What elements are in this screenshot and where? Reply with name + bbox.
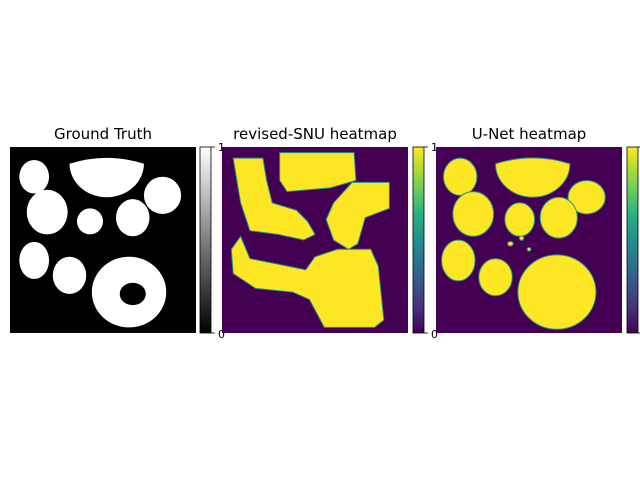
heatmap-blob — [52, 256, 87, 294]
heatmap-blob — [232, 157, 316, 241]
heatmap-blob — [19, 241, 50, 280]
heatmap-blob — [517, 254, 597, 330]
colorbar-ground-truth — [199, 146, 215, 334]
panel-title-unet: U-Net heatmap — [472, 125, 587, 143]
heatmap-blob — [76, 208, 104, 235]
colorbar-gradient — [412, 146, 425, 334]
colorbar-min-tick: 0 — [218, 328, 225, 341]
heatmap-blob — [539, 196, 578, 239]
heatmap-blob — [325, 181, 390, 250]
colorbar-gradient — [626, 146, 639, 334]
colorbar-gradient — [199, 146, 212, 334]
heatmap-blob — [567, 179, 606, 215]
heatmap-blob — [452, 191, 495, 237]
heatmap-blob — [518, 235, 525, 241]
colorbar-max-tick: 1 — [431, 141, 438, 154]
colorbar-unet — [626, 146, 640, 334]
heatmap-blob — [526, 246, 532, 252]
heatmap-blob — [507, 240, 514, 247]
heatmap-blob — [442, 157, 478, 196]
heatmap-blob — [143, 176, 182, 214]
heatmap-blob — [230, 235, 385, 328]
heatmap-blob — [116, 199, 150, 237]
blob-hole — [119, 282, 146, 306]
heatmap-blob — [69, 157, 144, 198]
heatmap-revised-snu — [222, 147, 408, 333]
panel-revised-snu: revised-SNU heatmap 1 0 — [222, 125, 438, 341]
heatmap-blob — [26, 189, 68, 235]
panel-title-ground-truth: Ground Truth — [54, 125, 152, 143]
heatmap-blob — [441, 239, 476, 282]
panel-unet: U-Net heatmap 1 — [436, 125, 640, 334]
heatmap-blob — [504, 202, 536, 237]
heatmap-blob — [478, 258, 513, 297]
colorbar-max-tick: 1 — [218, 141, 225, 154]
panel-title-revised-snu: revised-SNU heatmap — [233, 125, 397, 143]
heatmap-ground-truth — [10, 147, 196, 333]
heatmap-blob — [279, 152, 357, 193]
colorbar-min-tick: 0 — [431, 328, 438, 341]
heatmap-unet — [436, 147, 622, 333]
panel-ground-truth: Ground Truth 1 0 — [10, 125, 225, 341]
heatmap-blob — [19, 160, 50, 194]
colorbar-revised-snu — [412, 146, 428, 334]
heatmap-blob — [495, 157, 571, 198]
